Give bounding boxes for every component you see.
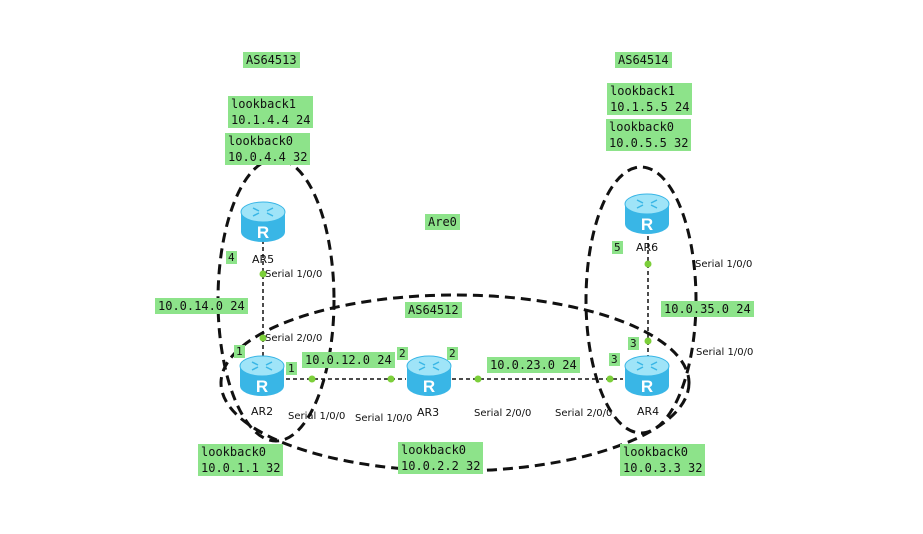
router-ar3-icon[interactable]: R bbox=[405, 354, 453, 398]
net-23-label: 10.0.23.0 24 bbox=[487, 357, 580, 373]
ar6-loopback0-label: lookback0 10.0.5.5 32 bbox=[606, 119, 692, 151]
router-glyph: R bbox=[641, 377, 653, 396]
router-ar5-icon[interactable]: R bbox=[239, 200, 287, 244]
as64514-boundary bbox=[584, 165, 698, 435]
as64512-label: AS64512 bbox=[405, 302, 462, 318]
id-badge-3-ar4-top: 3 bbox=[628, 337, 639, 350]
ar4-serial-1-0-0: Serial 1/0/0 bbox=[696, 347, 754, 358]
id-badge-4: 4 bbox=[226, 251, 237, 264]
ar3-serial-1-0-0: Serial 1/0/0 bbox=[355, 413, 413, 424]
net-14-label: 10.0.14.0 24 bbox=[155, 298, 248, 314]
ar5-loopback0-label: lookback0 10.0.4.4 32 bbox=[225, 133, 311, 165]
endpoint-dot bbox=[606, 375, 614, 383]
endpoint-dot bbox=[308, 375, 316, 383]
router-ar6-icon[interactable]: R bbox=[623, 192, 671, 236]
endpoint-dot bbox=[644, 337, 652, 345]
ar3-serial-2-0-0: Serial 2/0/0 bbox=[474, 408, 532, 419]
ar2-serial-1-0-0: Serial 1/0/0 bbox=[288, 411, 346, 422]
ar6-serial-1-0-0: Serial 1/0/0 bbox=[695, 259, 753, 270]
id-badge-2-ar3-left: 2 bbox=[397, 347, 408, 360]
as64514-label: AS64514 bbox=[615, 52, 672, 68]
ar4-serial-2-0-0: Serial 2/0/0 bbox=[555, 408, 613, 419]
router-ar2-icon[interactable]: R bbox=[238, 354, 286, 398]
router-ar2-name: AR2 bbox=[251, 405, 274, 418]
ar5-loopback1-label: lookback1 10.1.4.4 24 bbox=[228, 96, 314, 128]
net-12-label: 10.0.12.0 24 bbox=[302, 352, 395, 368]
ar2-serial-2-0-0: Serial 2/0/0 bbox=[265, 333, 323, 344]
as64513-label: AS64513 bbox=[243, 52, 300, 68]
ar6-loopback1-label: lookback1 10.1.5.5 24 bbox=[607, 83, 693, 115]
area0-label: Are0 bbox=[425, 214, 460, 230]
id-badge-1-ar2-right: 1 bbox=[286, 362, 297, 375]
ar4-loopback0-label: lookback0 10.0.3.3 32 bbox=[620, 444, 706, 476]
endpoint-dot bbox=[474, 375, 482, 383]
id-badge-1-ar2-top: 1 bbox=[234, 345, 245, 358]
id-badge-2-ar3-right: 2 bbox=[447, 347, 458, 360]
net-35-label: 10.0.35.0 24 bbox=[661, 301, 754, 317]
router-glyph: R bbox=[641, 215, 653, 234]
router-ar4-icon[interactable]: R bbox=[623, 354, 671, 398]
router-ar6-name: AR6 bbox=[636, 241, 659, 254]
ar5-serial-1-0-0: Serial 1/0/0 bbox=[265, 269, 323, 280]
ar2-loopback0-label: lookback0 10.0.1.1 32 bbox=[198, 444, 284, 476]
endpoint-dot bbox=[387, 375, 395, 383]
router-ar5-name: AR5 bbox=[252, 253, 275, 266]
endpoint-dot bbox=[644, 260, 652, 268]
id-badge-5: 5 bbox=[612, 241, 623, 254]
router-ar3-name: AR3 bbox=[417, 406, 440, 419]
router-glyph: R bbox=[423, 377, 435, 396]
endpoint-dot bbox=[259, 270, 267, 278]
router-glyph: R bbox=[257, 223, 269, 242]
router-ar4-name: AR4 bbox=[637, 405, 660, 418]
router-glyph: R bbox=[256, 377, 268, 396]
ar3-loopback0-label: lookback0 10.0.2.2 32 bbox=[398, 442, 484, 474]
id-badge-3-ar4-left: 3 bbox=[609, 353, 620, 366]
endpoint-dot bbox=[259, 334, 267, 342]
